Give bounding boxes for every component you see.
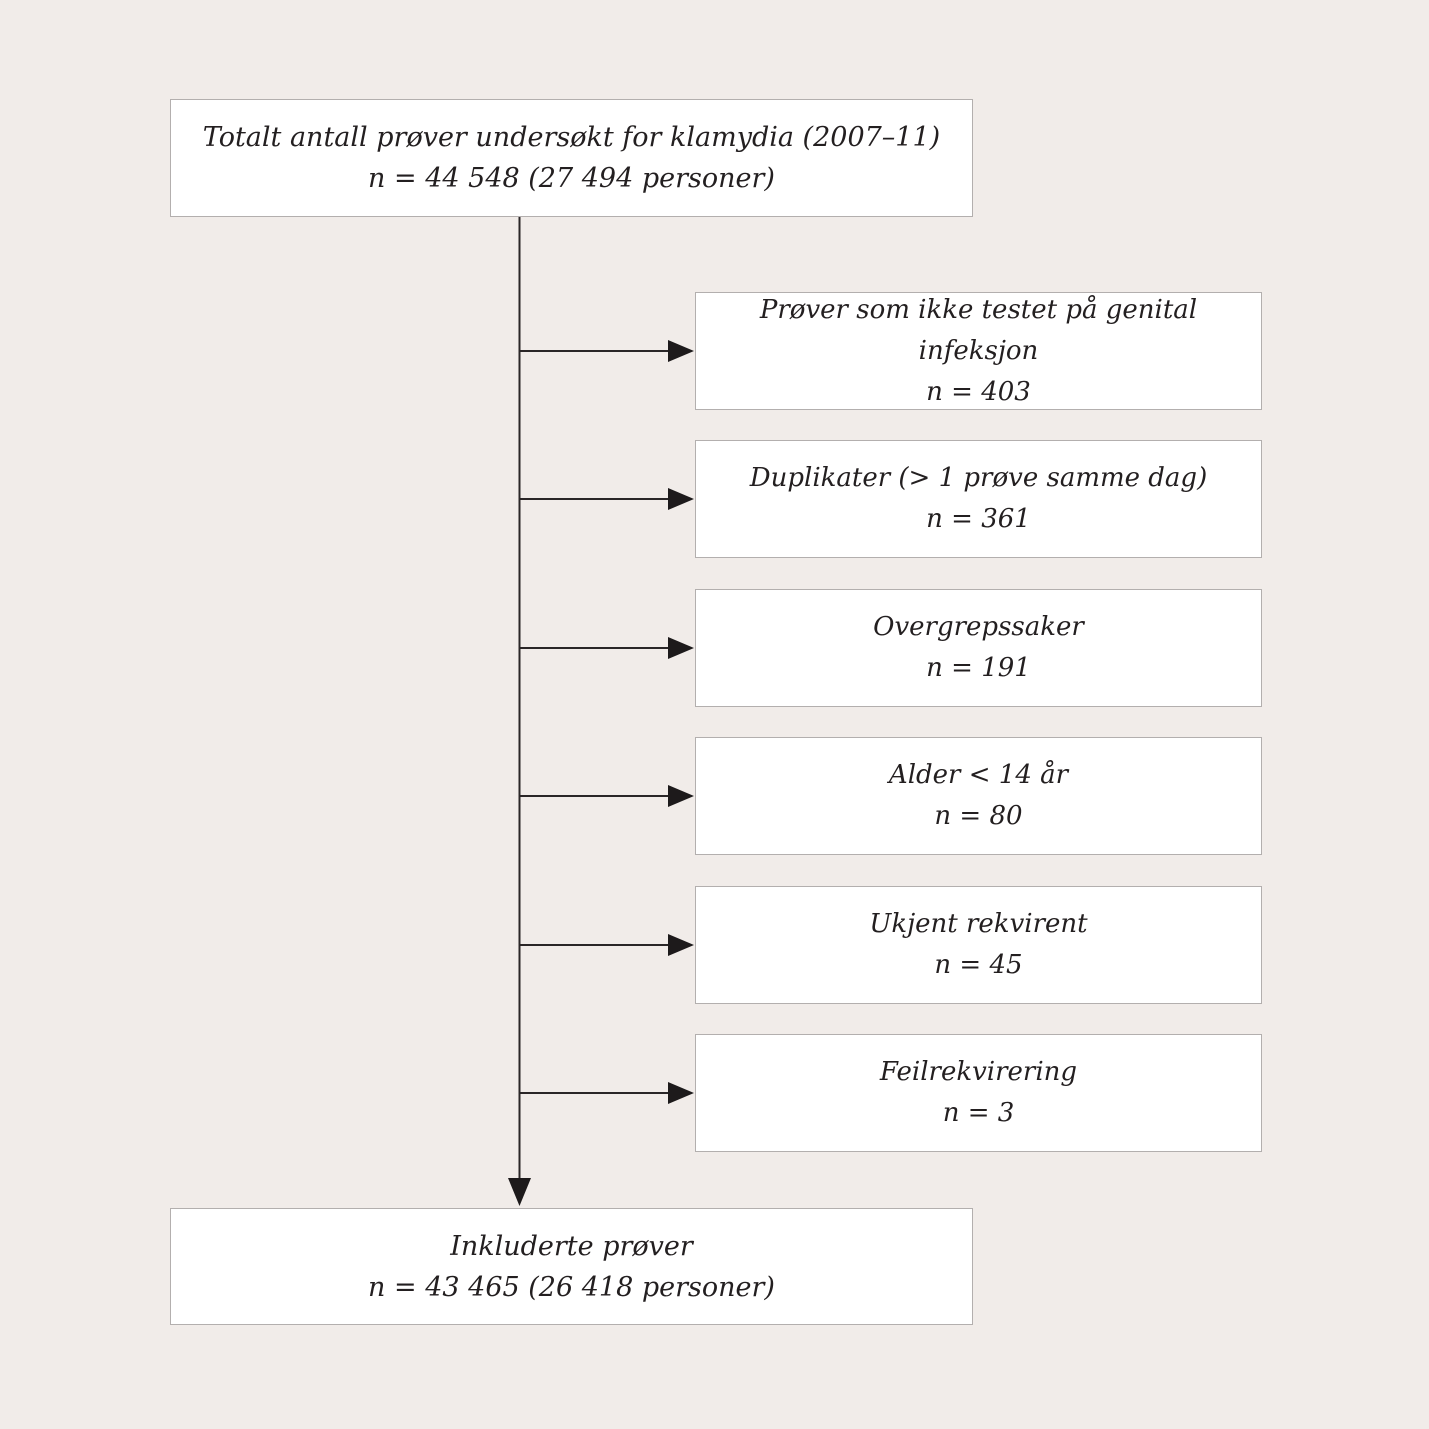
branch-arrow-4 bbox=[519, 785, 694, 807]
arrowhead-right-icon bbox=[668, 1082, 694, 1104]
exclusion-label: Prøver som ikke testet på genital infeks… bbox=[759, 294, 1198, 366]
exclusion-value: n = 3 bbox=[942, 1098, 1015, 1128]
exclusion-box-not-genital: Prøver som ikke testet på genital infeks… bbox=[695, 292, 1262, 410]
branch-arrow-6 bbox=[519, 1082, 694, 1104]
arrowhead-right-icon bbox=[668, 934, 694, 956]
trunk-line bbox=[508, 217, 531, 1206]
exclusion-label: Overgrepssaker bbox=[873, 612, 1084, 642]
total-samples-value: n = 44 548 (27 494 personer) bbox=[368, 163, 775, 194]
arrowhead-right-icon bbox=[668, 488, 694, 510]
included-samples-label: Inkluderte prøver bbox=[450, 1230, 693, 1262]
total-samples-label: Totalt antall prøver undersøkt for klamy… bbox=[202, 122, 941, 153]
exclusion-value: n = 45 bbox=[934, 950, 1023, 980]
exclusion-value: n = 191 bbox=[926, 653, 1031, 683]
branch-arrow-2 bbox=[519, 488, 694, 510]
included-samples-value: n = 43 465 (26 418 personer) bbox=[368, 1271, 775, 1303]
exclusion-label: Duplikater (> 1 prøve samme dag) bbox=[749, 463, 1208, 493]
exclusion-label: Alder < 14 år bbox=[888, 760, 1069, 790]
arrowhead-right-icon bbox=[668, 340, 694, 362]
branch-arrow-1 bbox=[519, 340, 694, 362]
branch-arrow-3 bbox=[519, 637, 694, 659]
exclusion-box-age-under-14: Alder < 14 år n = 80 bbox=[695, 737, 1262, 855]
exclusion-label: Feilrekvirering bbox=[879, 1057, 1078, 1087]
included-samples-box: Inkluderte prøver n = 43 465 (26 418 per… bbox=[170, 1208, 973, 1325]
exclusion-label: Ukjent rekvirent bbox=[869, 909, 1088, 939]
arrowhead-down-icon bbox=[508, 1178, 531, 1206]
exclusion-value: n = 361 bbox=[926, 504, 1031, 534]
exclusion-box-wrong-requisition: Feilrekvirering n = 3 bbox=[695, 1034, 1262, 1152]
exclusion-value: n = 403 bbox=[926, 376, 1031, 407]
exclusion-box-unknown-requisitioner: Ukjent rekvirent n = 45 bbox=[695, 886, 1262, 1004]
arrowhead-right-icon bbox=[668, 637, 694, 659]
total-samples-box: Totalt antall prøver undersøkt for klamy… bbox=[170, 99, 973, 217]
branch-arrow-5 bbox=[519, 934, 694, 956]
exclusion-box-assault-cases: Overgrepssaker n = 191 bbox=[695, 589, 1262, 707]
arrowhead-right-icon bbox=[668, 785, 694, 807]
exclusion-value: n = 80 bbox=[934, 801, 1023, 831]
exclusion-box-duplicates: Duplikater (> 1 prøve samme dag) n = 361 bbox=[695, 440, 1262, 558]
